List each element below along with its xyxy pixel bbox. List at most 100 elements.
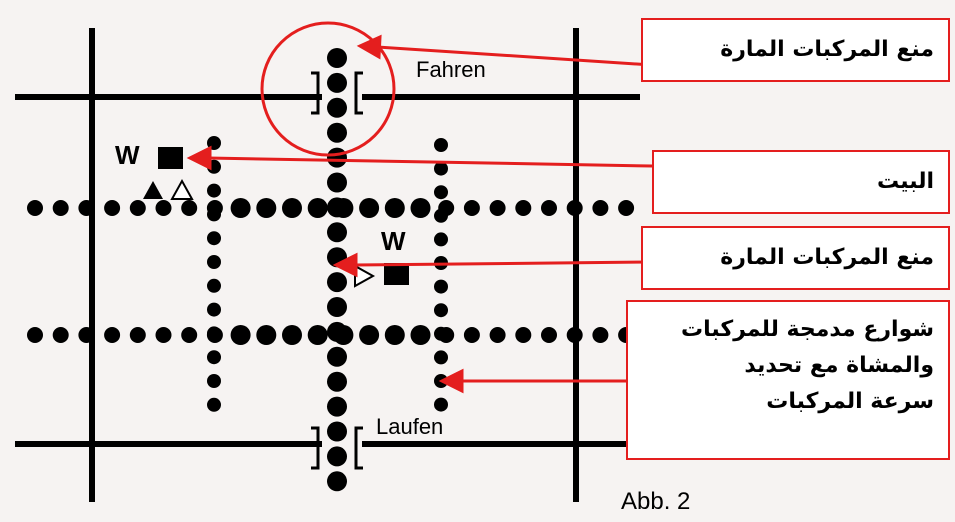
- house-symbols: [143, 147, 409, 288]
- street-dot-row1-13: [359, 198, 380, 218]
- label-shared-streets-line1: شوارع مدمجة للمركبات: [681, 317, 934, 342]
- street-dot-row2-21: [566, 327, 583, 343]
- street-dot-row1-6: [181, 200, 198, 216]
- street-dot-row2-9: [256, 325, 277, 345]
- street-dot-left-10: [207, 374, 221, 388]
- road-label-laufen: Laufen: [376, 414, 444, 439]
- street-dot-right-6: [434, 279, 448, 294]
- street-dot-row1-18: [489, 200, 506, 216]
- street-dot-center-5: [327, 172, 347, 193]
- street-dot-right-1: [434, 161, 448, 176]
- barrier-bottom-left: [311, 426, 320, 470]
- street-dot-center-4: [327, 147, 347, 168]
- street-dot-center-14: [327, 396, 347, 417]
- street-dot-row1-3: [104, 200, 121, 216]
- street-dot-left-2: [207, 183, 221, 198]
- street-dot-left-6: [207, 278, 221, 293]
- street-dot-row1-15: [410, 198, 431, 218]
- street-dot-left-8: [207, 326, 221, 341]
- street-dot-row1-10: [282, 198, 302, 218]
- street-dot-row1-23: [618, 200, 635, 216]
- arrowhead-4: [438, 368, 464, 394]
- house-square-2: [384, 263, 409, 285]
- street-dot-row1-9: [256, 198, 277, 218]
- street-dot-row2-13: [359, 325, 380, 345]
- street-dot-row2-20: [541, 327, 557, 343]
- street-dot-center-10: [327, 297, 347, 317]
- street-dot-center-15: [327, 421, 347, 442]
- barrier-top-left: [311, 71, 320, 115]
- barrier-bottom-right: [354, 426, 363, 470]
- street-dot-row2-1: [52, 327, 69, 343]
- house-marker-w-2: W: [381, 226, 406, 256]
- street-dot-row1-19: [515, 200, 532, 216]
- street-dot-left-4: [207, 231, 221, 246]
- street-dot-center-7: [327, 222, 347, 243]
- label-box-no-through-middle: منع المركبات المارة: [641, 226, 950, 290]
- street-dot-row2-3: [104, 327, 121, 343]
- label-box-no-through-top: منع المركبات المارة: [641, 18, 950, 82]
- street-dot-row1-1: [52, 200, 69, 216]
- street-dot-right-4: [434, 232, 448, 247]
- barriers: [311, 71, 363, 470]
- street-dot-row1-2: [78, 200, 95, 216]
- street-dot-row1-22: [592, 200, 609, 216]
- figure-number: Abb. 2: [621, 488, 691, 515]
- filled-triangle-icon: [143, 181, 163, 199]
- street-dot-row2-10: [282, 325, 302, 345]
- street-dot-left-3: [207, 207, 221, 222]
- street-dot-left-5: [207, 255, 221, 269]
- street-dot-row1-0: [27, 200, 43, 216]
- annotation-arrows: [186, 34, 653, 394]
- street-dot-row2-2: [78, 327, 95, 343]
- street-dot-row2-8: [230, 325, 251, 345]
- street-dot-left-9: [207, 350, 221, 365]
- street-dot-left-11: [207, 397, 221, 412]
- street-dot-center-17: [327, 471, 347, 492]
- street-dot-row1-5: [155, 200, 172, 216]
- street-dot-right-11: [434, 397, 448, 412]
- street-dot-row2-22: [592, 327, 609, 343]
- street-dot-center-9: [327, 272, 347, 293]
- street-dot-row1-20: [541, 200, 557, 216]
- street-dot-center-2: [327, 97, 347, 118]
- street-dot-row2-14: [384, 325, 405, 345]
- street-dot-row1-11: [307, 198, 328, 218]
- street-dot-row2-4: [129, 327, 146, 343]
- label-shared-streets-line2: والمشاة مع تحديد: [744, 353, 934, 378]
- street-dot-row1-17: [463, 200, 480, 216]
- street-dot-right-8: [434, 326, 448, 341]
- arrow-line-1: [377, 45, 653, 67]
- arrow-line-3: [353, 260, 653, 267]
- main-roads: [15, 28, 640, 502]
- street-dot-row1-14: [384, 198, 405, 218]
- street-dot-row2-11: [307, 325, 328, 345]
- road-label-fahren: Fahren: [416, 57, 486, 82]
- street-dot-center-3: [327, 122, 347, 143]
- street-dot-row2-0: [27, 327, 43, 343]
- label-box-house: البيت: [652, 150, 950, 214]
- street-dot-center-12: [327, 346, 347, 367]
- street-dot-row2-17: [463, 327, 480, 343]
- arrowhead-2: [186, 145, 212, 171]
- street-dot-right-7: [434, 303, 448, 318]
- outline-triangle-right-icon: [354, 264, 376, 288]
- street-dot-center-16: [327, 446, 347, 467]
- street-dot-right-0: [434, 138, 448, 152]
- label-no-through-traffic-middle: منع المركبات المارة: [720, 245, 934, 270]
- street-dot-right-3: [434, 208, 448, 223]
- outline-triangle-icon: [170, 178, 194, 200]
- street-dot-left-7: [207, 302, 221, 317]
- highlight-circle: [260, 21, 396, 157]
- street-dot-center-0: [327, 48, 347, 68]
- arrowhead-3: [332, 252, 358, 278]
- street-dot-row2-6: [181, 327, 198, 343]
- street-dot-right-9: [434, 350, 448, 365]
- house-square-1: [158, 147, 183, 169]
- arrowhead-1: [356, 34, 382, 60]
- street-dot-center-6: [327, 197, 347, 218]
- street-dot-row2-18: [489, 327, 506, 343]
- label-shared-streets-line3: سرعة المركبات: [766, 389, 934, 414]
